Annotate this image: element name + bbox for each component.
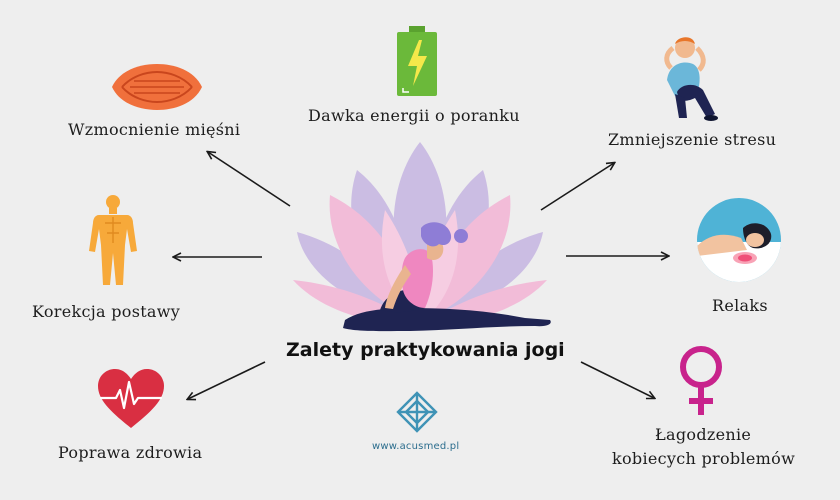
lotus-yoga-illustration <box>293 142 551 332</box>
body-figure-icon <box>89 195 137 285</box>
arrow-health <box>188 361 266 399</box>
benefit-label-women-line1: Łagodzenie <box>655 425 752 444</box>
benefit-label-women-line2: kobiecych problemów <box>612 449 796 468</box>
benefit-label-posture: Korekcja postawy <box>32 302 181 321</box>
acusmed-logo-icon <box>396 391 438 433</box>
website-link[interactable]: www.acusmed.pl <box>372 441 460 452</box>
yoga-woman-torso <box>401 249 433 308</box>
arrow-muscles <box>208 152 291 207</box>
diagram-title: Zalety praktykowania jogi <box>286 339 565 361</box>
benefit-label-stress: Zmniejszenie stresu <box>608 130 777 149</box>
arrow-stress <box>540 163 614 211</box>
muscle-icon <box>112 64 202 110</box>
benefit-label-muscles: Wzmocnienie mięśni <box>68 120 241 139</box>
benefit-label-health: Poprawa zdrowia <box>58 443 203 462</box>
relaxing-person-icon <box>697 198 781 282</box>
battery-icon <box>397 26 437 96</box>
benefit-label-relax: Relaks <box>712 296 768 315</box>
stressed-person-icon <box>664 37 718 121</box>
arrow-women <box>580 361 654 398</box>
heart-ekg-icon <box>98 369 164 428</box>
yoga-woman-legs <box>343 308 551 332</box>
female-symbol-icon <box>680 346 722 415</box>
benefit-label-energy: Dawka energii o poranku <box>308 106 520 125</box>
